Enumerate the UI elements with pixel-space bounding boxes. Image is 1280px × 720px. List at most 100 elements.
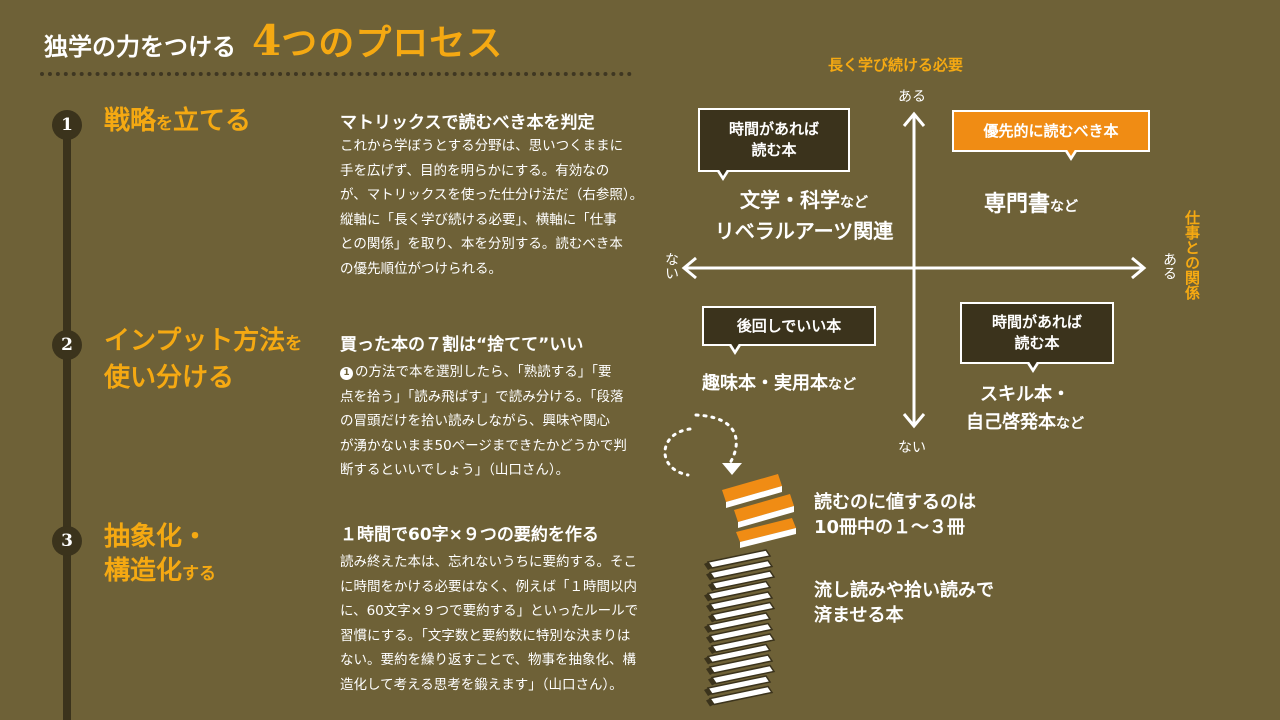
step-2-title-line2: 使い分ける [104,363,235,393]
white-book-spine [706,667,714,675]
bubble-tail [1064,148,1078,161]
bubble-line: 読む本 [751,141,797,159]
white-book-spine [704,656,712,665]
stack-text-line: 済ませる本 [814,605,904,626]
bubble-tail [1026,360,1040,373]
quad-text: 趣味本・実用本 [702,373,828,394]
white-book [708,591,774,611]
page-title: 独学の力をつける 4 つのプロセス [44,14,504,65]
white-book [706,675,772,695]
x-axis-left-tick: ない [663,252,679,280]
white-books [704,549,776,707]
quadrant-bottom-right-text: スキル本・ 自己啓発本など [966,382,1084,437]
x-axis-label: 仕事との関係 [1183,210,1201,300]
bubble-tail [728,342,742,355]
bubble-top-left: 時間があれば 読む本 [698,108,850,181]
white-book-spine [706,698,714,707]
white-book-spine [704,593,712,602]
quad-text: 専門書 [984,192,1051,217]
step-3-number: 3 [52,526,82,556]
dotted-arrow-icon [663,413,742,477]
title-main: つのプロセス [281,23,504,64]
white-book [708,559,774,580]
white-book [706,612,772,632]
step-2-number: 2 [52,330,82,360]
step-2-title: インプット方法を 使い分ける [104,324,302,395]
step-2-title-b: を [285,334,303,354]
white-book [708,622,774,643]
quadrant-top-right-text: 専門書など [984,190,1078,221]
body-line: が湧かないまま50ページまできたかどうかで判 [340,437,627,454]
bubble-tail [716,168,730,181]
white-book [710,664,776,685]
x-axis-arrow-right [1131,256,1147,280]
quadrant-top-left-text: 文学・科学など リベラルアーツ関連 [694,186,914,245]
step-1-body: これから学ぼうとする分野は、思いつくままに 手を広げず、目的を明らかにする。有効… [340,134,643,281]
step-3-body: 読み終えた本は、忘れないうちに要約する。そこ に時間をかける必要はなく、例えば「… [340,550,638,697]
body-line: の冒頭だけを拾い読みしながら、興味や関心 [340,413,610,429]
body-line: ない。要約を繰り返すことで、物事を抽象化、構 [340,652,637,668]
body-line: 手を広げず、目的を明らかにする。有効なの [340,162,610,179]
quad-nado: など [840,195,868,211]
y-axis-arrow-up [902,111,926,127]
quad-nado: など [828,377,856,393]
bubble-line: 後回しでいい本 [736,316,842,335]
quad-text: 自己啓発本 [966,412,1056,433]
stack-top-text: 読むのに値するのは 10冊中の１～３冊 [814,490,976,540]
white-book-spine [706,604,714,612]
title-number: 4 [252,16,282,65]
bubble-bottom-left: 後回しでいい本 [702,306,876,355]
x-axis-right-tick: ある [1161,252,1177,280]
white-book [706,580,772,601]
stack-bottom-text: 流し読みや拾い読みで 済ませる本 [814,578,994,628]
white-book-spine [704,688,712,696]
step-3-subtitle: １時間で60字×９つの要約を作る [340,525,599,545]
white-book-spine [704,625,712,633]
white-book-spine [708,677,716,686]
white-book-spine [708,646,716,654]
body-line: に時間をかける必要はなく、例えば「１時間以内 [340,578,637,595]
white-book-spine [704,562,712,570]
quad-text: スキル本・ [980,384,1070,405]
white-book [710,570,776,590]
y-axis-top-tick: ある [898,89,926,105]
body-line: 読み終えた本は、忘れないうちに要約する。そこ [340,554,637,570]
white-book-spine [706,635,714,644]
bubble-line: 優先的に読むべき本 [983,121,1119,140]
step-1-title-c: 立てる [173,106,252,136]
step-3-title-line1: 抽象化・ [104,522,209,552]
quad-nado: など [1056,416,1084,432]
timeline-bar [63,132,71,720]
quad-nado: など [1050,199,1079,215]
body-line: 習慣にする。「文字数と要約数に特別な決まりは [340,627,631,644]
white-book [706,643,772,664]
step-2-title-a: インプット方法 [104,326,286,356]
step-1-subtitle: マトリックスで読むべき本を判定 [340,113,595,133]
step-3-title: 抽象化・ 構造化する [104,520,216,591]
body-line: の方法で本を選別したら、「熟読する」「要 [355,364,612,380]
white-book-spine [708,583,716,591]
stack-text-line: 10冊中の１～３冊 [814,517,966,538]
book-stack-icon [704,474,796,707]
body-line: 点を拾う」「読み飛ばす」で読み分ける。「段落 [340,388,624,405]
body-line: との関係」を取り、本を分別する。読むべき本 [340,236,623,252]
white-book-spine [706,572,714,581]
step-ref-icon: 1 [340,366,353,380]
orange-books [722,474,796,548]
step-3-title-b: する [182,564,217,584]
white-book [708,685,774,706]
step-1-title: 戦略を立てる [104,104,251,141]
quadrant-bottom-left-text: 趣味本・実用本など [702,368,856,399]
title-divider [40,72,632,76]
stack-text-line: 流し読みや拾い読みで [814,580,994,601]
title-prefix: 独学の力をつける [44,33,236,61]
body-line: に、60文字×９つで要約する」といったルールで [340,603,639,619]
y-axis-arrow-down [902,413,926,429]
body-line: が、マトリックスを使った仕分け法だ（右参照）。 [340,187,644,203]
quad-text: 文学・科学 [740,188,840,212]
quad-text: リベラルアーツ関連 [714,219,894,243]
bubble-line: 時間があれば [728,120,819,138]
stack-text-line: 読むのに値するのは [814,492,976,513]
body-line: の優先順位がつけられる。 [340,260,502,277]
bubble-line: 時間があれば [991,313,1082,331]
